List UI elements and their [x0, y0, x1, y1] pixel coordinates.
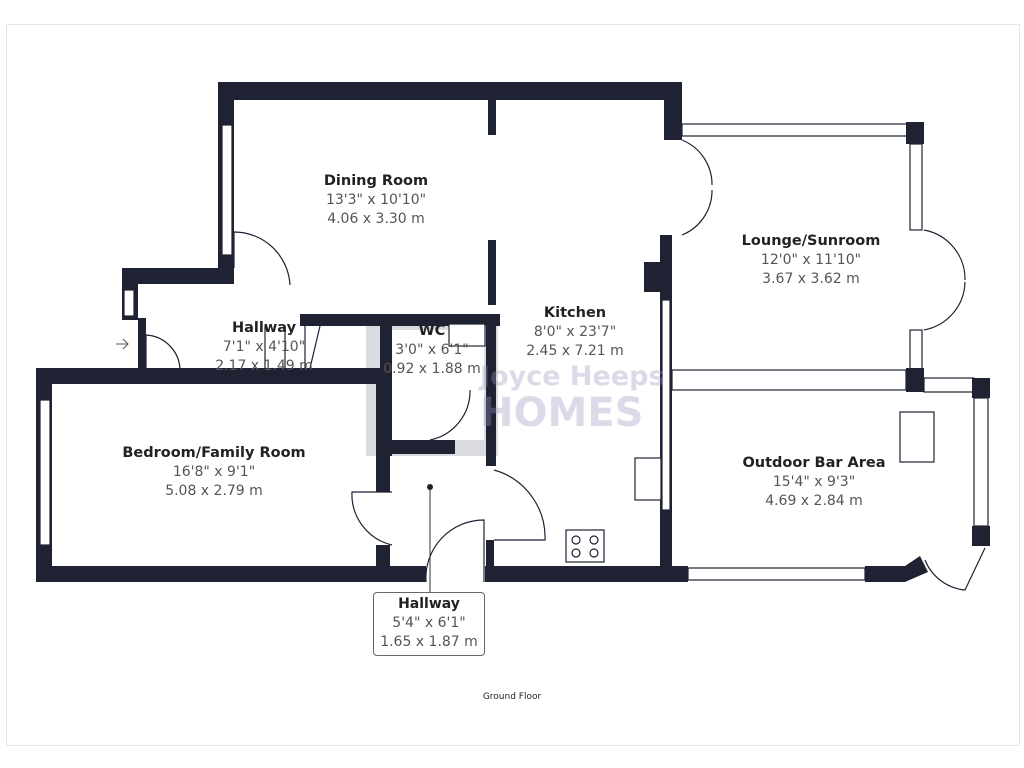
- room-metric: 0.92 x 1.88 m: [383, 361, 481, 377]
- window: [681, 123, 909, 137]
- wall: [664, 82, 682, 140]
- room-label-dining: Dining Room 13'3" x 10'10" 4.06 x 3.30 m: [324, 172, 428, 229]
- window: [923, 377, 975, 393]
- watermark-logo: Joyce Heeps HOMES: [480, 361, 665, 436]
- wall: [488, 100, 496, 135]
- hob: [565, 529, 605, 563]
- room-label-entrance-hallway: Hallway 5'4" x 6'1" 1.65 x 1.87 m: [373, 592, 485, 656]
- room-imperial: 7'1" x 4'10": [222, 339, 306, 355]
- wall: [218, 82, 682, 100]
- wall: [122, 268, 234, 284]
- room-name: Hallway: [398, 596, 460, 612]
- bar-door: [924, 547, 986, 591]
- wall: [36, 566, 426, 582]
- wc-door: [429, 389, 471, 441]
- wall: [376, 545, 390, 567]
- patio-doors: [923, 229, 966, 331]
- entrance-arrow-icon: [116, 338, 129, 350]
- wall: [972, 378, 990, 398]
- window: [221, 124, 233, 256]
- stairs: [264, 325, 321, 369]
- wc-floor: [392, 330, 484, 440]
- door: [233, 231, 291, 286]
- room-imperial: 5'4" x 6'1": [392, 615, 466, 631]
- room-metric: 1.65 x 1.87 m: [380, 634, 478, 650]
- wall: [865, 556, 928, 582]
- wall: [300, 314, 500, 326]
- room-name: WC: [418, 323, 446, 339]
- wall: [488, 240, 496, 305]
- room-imperial: 16'8" x 9'1": [172, 464, 256, 480]
- room-imperial: 12'0" x 11'10": [760, 252, 862, 268]
- room-name: Kitchen: [543, 305, 607, 321]
- window: [909, 143, 923, 231]
- front-door: [145, 334, 181, 373]
- bedroom-door: [351, 491, 393, 546]
- wall: [36, 368, 392, 384]
- room-label-outdoor-bar: Outdoor Bar Area 15'4" x 9'3" 4.69 x 2.8…: [742, 454, 885, 511]
- room-imperial: 13'3" x 10'10": [325, 192, 427, 208]
- kitchen-door: [493, 469, 546, 541]
- floor-label: Ground Floor: [482, 692, 542, 702]
- hall-door: [425, 519, 485, 583]
- room-metric: 2.17 x 1.49 m: [215, 358, 313, 374]
- floor-plan-frame: [6, 24, 1020, 746]
- sink: [634, 457, 662, 501]
- watermark-line2: HOMES: [480, 390, 644, 436]
- room-imperial: 15'4" x 9'3": [772, 474, 856, 490]
- wall: [486, 326, 496, 466]
- wall: [972, 526, 990, 546]
- room-metric: 4.06 x 3.30 m: [327, 211, 425, 227]
- room-name: Bedroom/Family Room: [122, 445, 306, 461]
- wall: [906, 368, 924, 392]
- wall: [485, 566, 688, 582]
- basin: [448, 323, 486, 347]
- room-metric: 4.69 x 2.84 m: [765, 493, 863, 509]
- room-label-wc: WC 3'0" x 6'1" 0.92 x 1.88 m: [383, 322, 481, 379]
- room-metric: 3.67 x 3.62 m: [762, 271, 860, 287]
- partition-window: [671, 369, 907, 391]
- room-imperial: 3'0" x 6'1": [395, 342, 469, 358]
- room-name: Dining Room: [323, 173, 429, 189]
- chimney: [644, 262, 666, 292]
- window: [661, 299, 671, 511]
- wall: [486, 540, 494, 570]
- wall: [138, 318, 146, 380]
- window: [39, 399, 51, 546]
- kitchen-lounge-doors: [681, 139, 713, 236]
- watermark-line1: Joyce Heeps: [480, 361, 665, 392]
- window: [973, 397, 989, 527]
- room-name: Outdoor Bar Area: [742, 455, 886, 471]
- room-metric: 5.08 x 2.79 m: [165, 483, 263, 499]
- window: [909, 329, 923, 371]
- leader-dot: [427, 484, 433, 490]
- wall: [380, 440, 455, 454]
- room-label-bedroom: Bedroom/Family Room 16'8" x 9'1" 5.08 x …: [122, 444, 305, 501]
- room-metric: 2.45 x 7.21 m: [526, 343, 624, 359]
- wall: [906, 122, 924, 144]
- room-name: Lounge/Sunroom: [741, 233, 881, 249]
- room-label-kitchen: Kitchen 8'0" x 23'7" 2.45 x 7.21 m: [526, 304, 624, 361]
- room-label-hallway: Hallway 7'1" x 4'10" 2.17 x 1.49 m: [215, 319, 313, 376]
- room-name: Hallway: [231, 320, 297, 336]
- room-imperial: 8'0" x 23'7": [533, 324, 617, 340]
- window: [123, 289, 135, 317]
- window: [687, 567, 866, 581]
- wall: [380, 326, 392, 456]
- bar-counter: [899, 411, 935, 463]
- room-label-lounge: Lounge/Sunroom 12'0" x 11'10" 3.67 x 3.6…: [742, 232, 881, 289]
